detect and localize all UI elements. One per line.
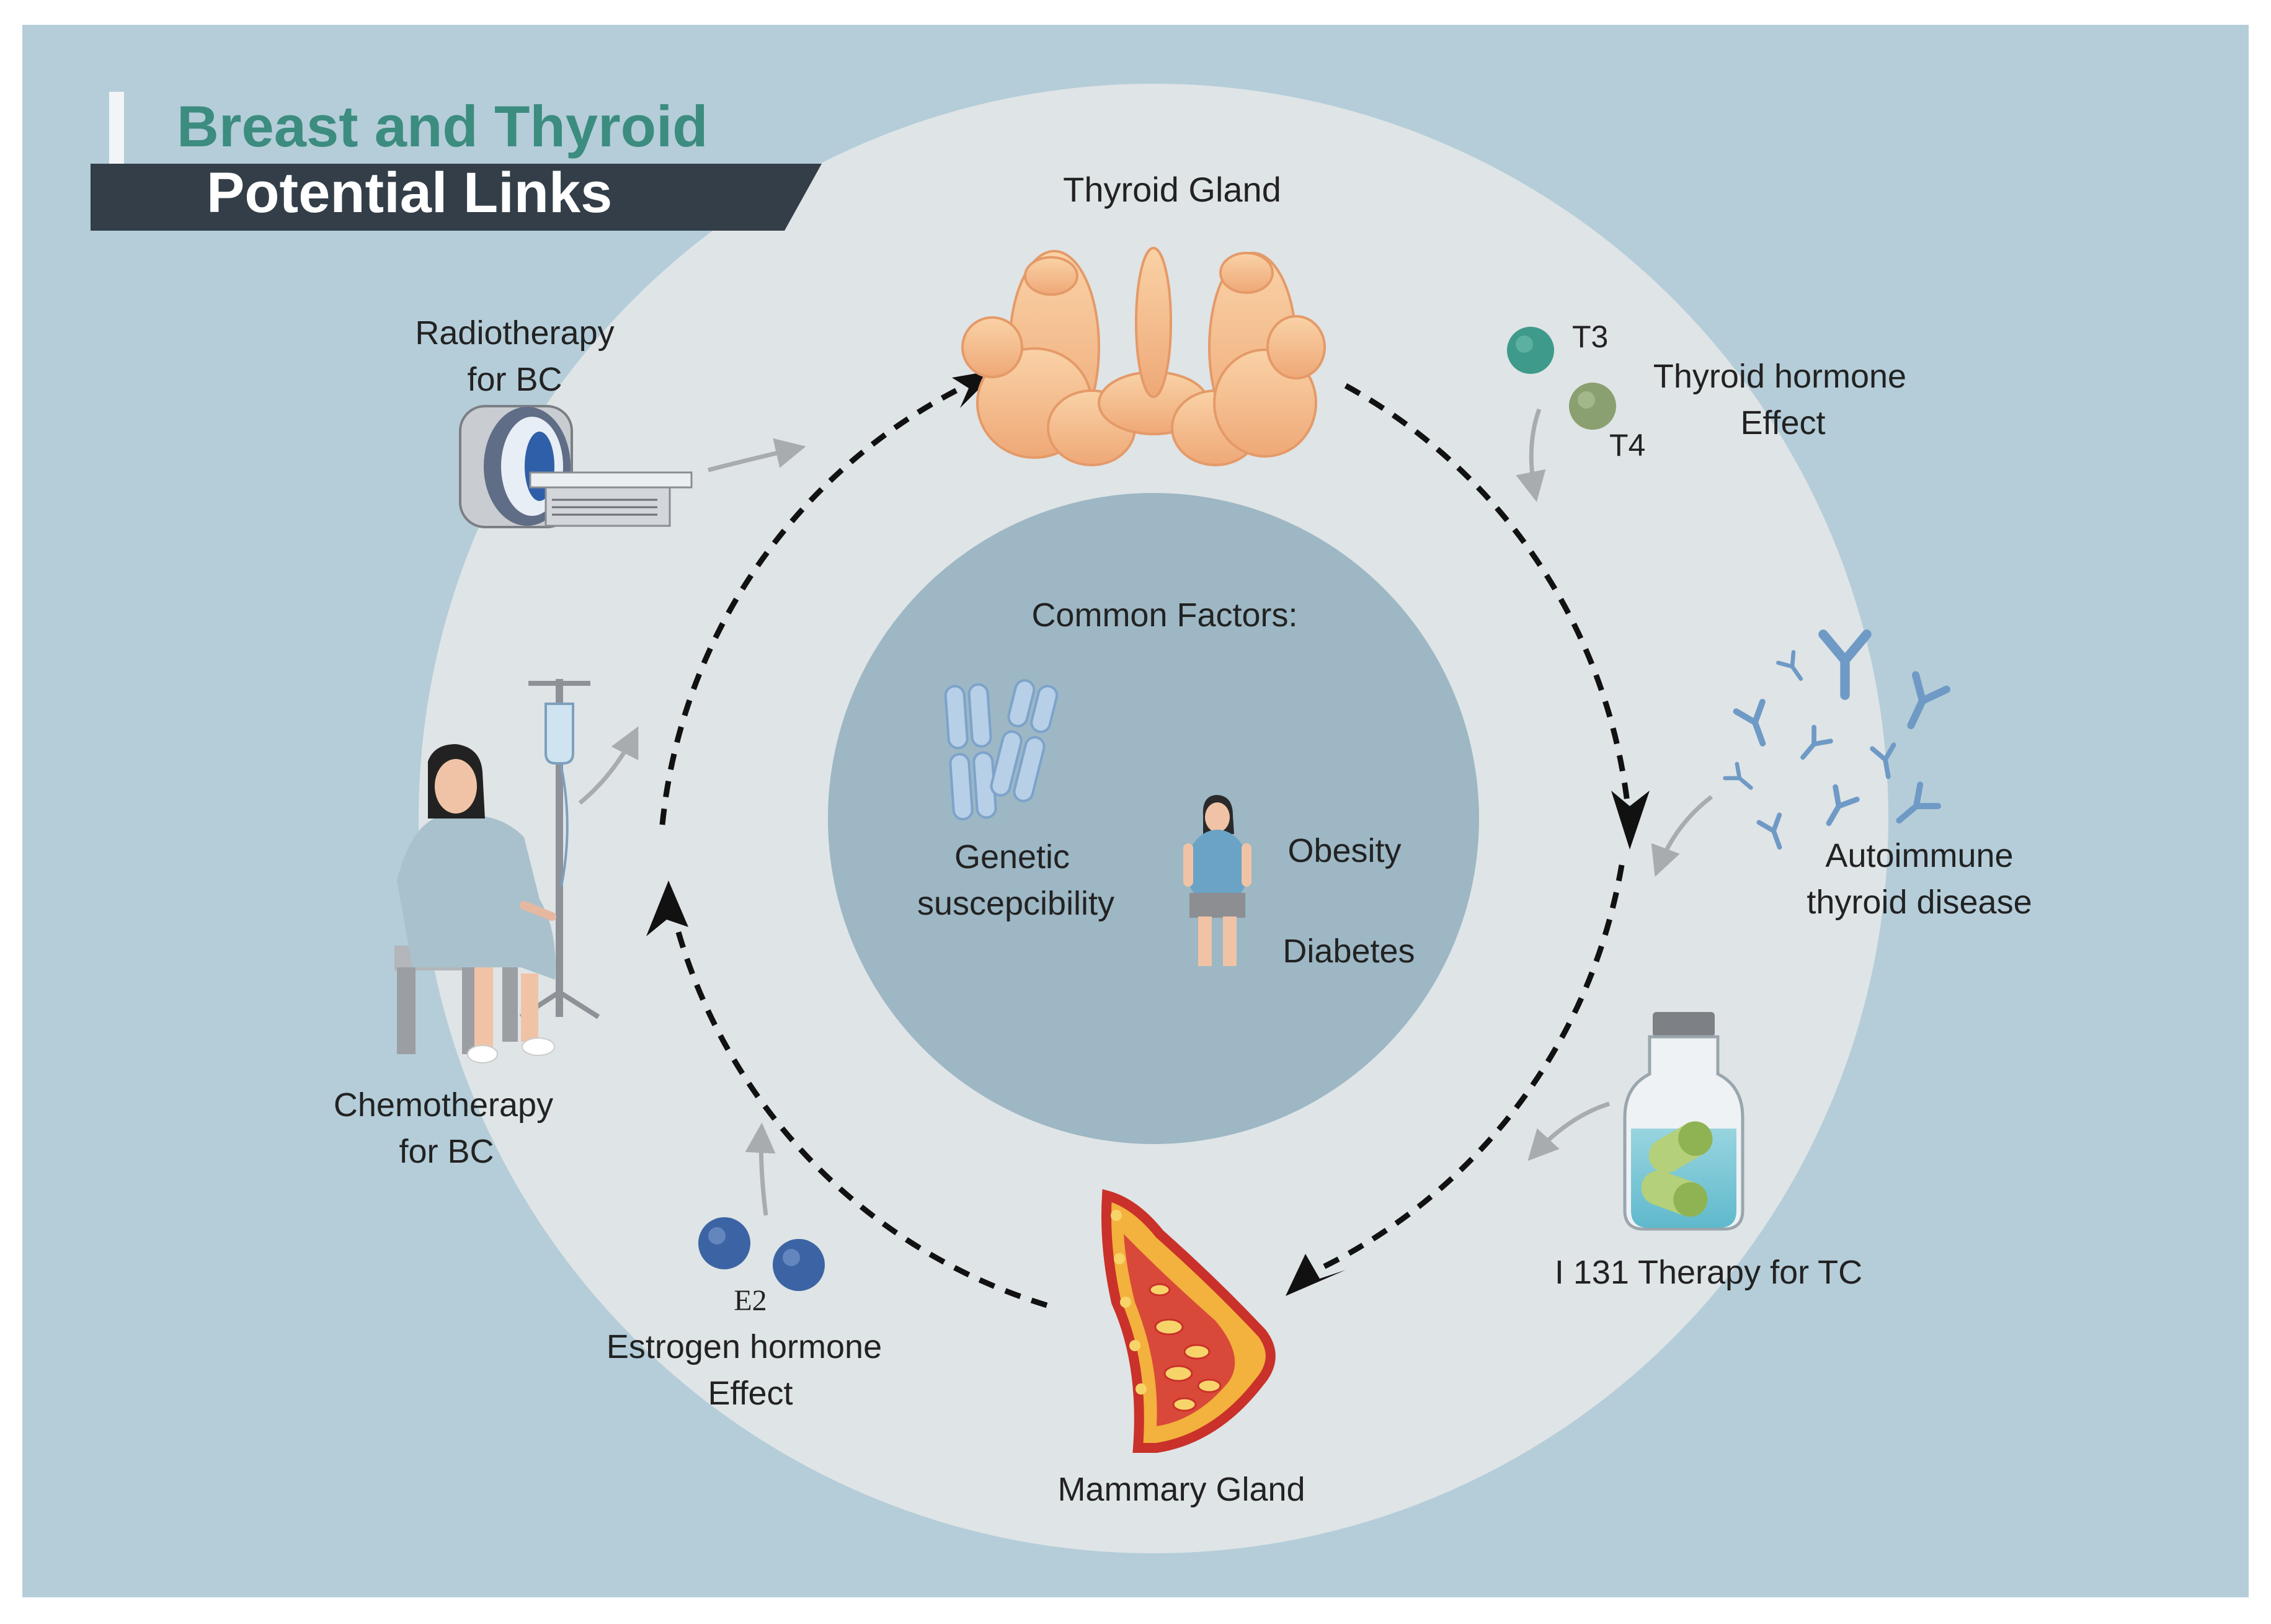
estrogen-label-line2: Effect — [708, 1375, 793, 1412]
estrogen-label-line1: Estrogen hormone — [607, 1328, 882, 1365]
common-factors-heading: Common Factors: — [1031, 597, 1297, 634]
cycle-arrowheads — [646, 370, 1650, 1296]
arrow-thyroid-hormone — [1516, 408, 1546, 502]
antibody-icon — [1723, 629, 1950, 850]
hormone-molecule-icon — [1507, 327, 1616, 430]
mammary-gland-label: Mammary Gland — [1057, 1471, 1305, 1508]
arrowhead-chemo — [646, 881, 688, 936]
i131-label: I 131 Therapy for TC — [1555, 1254, 1862, 1291]
patient-iv-drip-icon — [394, 679, 600, 1063]
radiotherapy-label-line2: for BC — [467, 361, 562, 398]
autoimmune-label-line2: thyroid disease — [1807, 884, 2032, 921]
thyroid-gland-label: Thyroid Gland — [1063, 170, 1281, 209]
chemotherapy-label-line2: for BC — [399, 1133, 494, 1170]
hormone-molecule-icon — [698, 1217, 825, 1291]
arrow-mammary-to-chemo — [665, 892, 1048, 1308]
arrow-to-thyroid — [659, 376, 980, 825]
thyroid-hormone-label-line2: Effect — [1740, 404, 1825, 441]
arrowhead-autoimmune — [1611, 791, 1650, 850]
diabetes-label: Diabetes — [1282, 933, 1415, 970]
mri-scanner-icon — [459, 405, 693, 528]
arrow-chemo — [578, 726, 639, 805]
arrowhead-mammary — [1286, 1254, 1346, 1296]
gray-arrows — [578, 408, 1713, 1216]
obese-person-icon — [1183, 795, 1251, 966]
obesity-label: Obesity — [1287, 832, 1401, 869]
title-line2: Potential Links — [207, 161, 612, 224]
genetic-label-line2: suscepcibility — [917, 885, 1114, 922]
arrow-radio — [708, 438, 806, 473]
arrow-i131 — [1527, 1101, 1611, 1161]
autoimmune-label-line1: Autoimmune — [1825, 837, 2013, 874]
genetic-label-line1: Genetic — [954, 838, 1070, 876]
chromosome-icon — [944, 679, 1059, 821]
title-line1: Breast and Thyroid — [177, 94, 708, 159]
t3-label: T3 — [1572, 319, 1608, 354]
radiotherapy-label-line1: Radiotherapy — [415, 314, 614, 352]
thyroid-gland-icon — [961, 247, 1326, 466]
inner-circle — [828, 493, 1479, 1144]
chemotherapy-label-line1: Chemotherapy — [334, 1086, 553, 1124]
breast-anatomy-icon — [1101, 1189, 1276, 1453]
thyroid-hormone-label-line1: Thyroid hormone — [1653, 358, 1906, 395]
title-block: Breast and Thyroid Potential Links — [91, 92, 822, 231]
cycle-arrows — [659, 376, 1633, 1308]
t4-label: T4 — [1609, 428, 1645, 463]
medicine-bottle-capsules-icon — [1623, 1012, 1744, 1231]
arrow-estrogen — [745, 1122, 776, 1216]
e2-label: E2 — [734, 1284, 767, 1317]
arrow-autoimmune — [1651, 795, 1713, 877]
